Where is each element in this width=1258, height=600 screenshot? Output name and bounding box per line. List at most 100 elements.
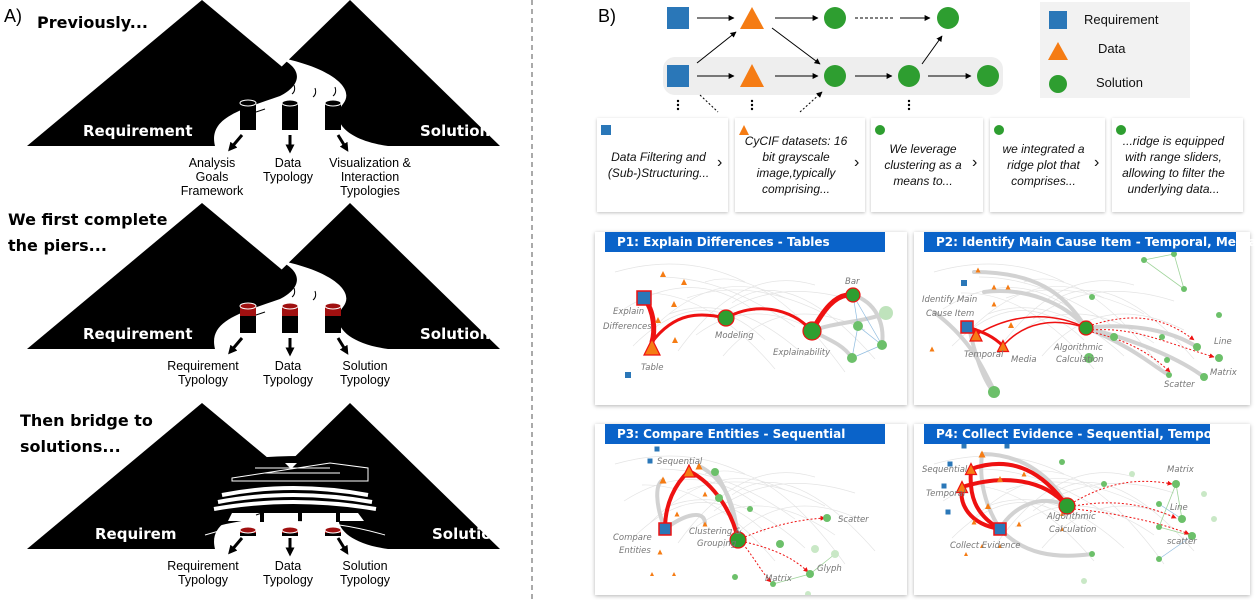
node-label: Calculation — [1049, 525, 1096, 535]
data-node — [643, 337, 661, 356]
requirement-node — [636, 290, 652, 306]
solution-node — [1084, 353, 1094, 363]
node-label: Explain — [613, 307, 644, 317]
highlighted-path-edge — [724, 307, 814, 333]
solution-node — [1078, 320, 1094, 336]
data-node — [657, 549, 663, 555]
pier-cylinder — [324, 302, 342, 333]
background-edge — [614, 455, 746, 475]
solution-node — [977, 65, 999, 87]
solution-node — [1156, 524, 1162, 530]
aggregated-edge — [979, 452, 1002, 531]
down-arrow-icon — [336, 134, 349, 152]
solution-node — [824, 7, 846, 29]
data-node — [998, 544, 1002, 548]
solution-node — [717, 309, 735, 327]
pier-label: Typology — [340, 373, 391, 387]
card-marker — [739, 122, 749, 140]
recommended-edge — [744, 541, 809, 573]
node-label: scatter — [1167, 537, 1197, 547]
node-label: Media — [1011, 355, 1037, 365]
flow-arrows — [696, 15, 972, 113]
solution-node — [1101, 481, 1107, 487]
circle-icon — [875, 125, 885, 135]
data-node — [702, 491, 708, 497]
data-node — [1060, 527, 1064, 531]
solution-node — [1081, 578, 1087, 584]
requirement-node — [667, 65, 689, 87]
legend-solution: Solution — [1096, 75, 1143, 90]
background-edge — [987, 499, 1125, 549]
recommended-edge — [1091, 329, 1215, 359]
scene-heading: the piers... — [8, 236, 107, 255]
square-icon — [601, 125, 611, 135]
down-arrow-icon — [336, 337, 349, 355]
data-node — [991, 284, 997, 290]
node-label: Matrix — [1210, 368, 1238, 378]
background-edge — [933, 263, 1065, 283]
node-label: Entities — [619, 546, 651, 556]
requirement-node — [947, 461, 953, 467]
solution-node — [937, 7, 959, 29]
card-marker — [875, 122, 885, 140]
pier-cylinder — [239, 99, 257, 130]
panel-title: P1: Explain Differences - Tables — [605, 232, 885, 252]
circle-icon — [1049, 75, 1067, 93]
data-node — [975, 267, 981, 273]
link-edge — [852, 294, 883, 346]
recommended-edge — [1091, 331, 1171, 373]
road-mark — [291, 287, 296, 298]
pier-label: Requirement — [167, 559, 239, 573]
aggregated-edge — [1084, 326, 1171, 377]
node-label: Differences — [603, 322, 652, 332]
card-text: We leverage clustering as a means to... — [884, 142, 962, 188]
data-node — [929, 346, 935, 352]
aggregated-edge — [998, 527, 1094, 558]
card-marker — [994, 122, 1004, 140]
pier-label: Typology — [340, 573, 391, 587]
data-node — [1008, 322, 1014, 328]
panel-a-label: A) — [4, 6, 22, 26]
solution-node — [747, 506, 753, 512]
solution-node — [1164, 357, 1170, 363]
pier-cylinder — [324, 526, 342, 536]
requirement-node — [941, 483, 947, 489]
node-label: Clustering & — [689, 527, 742, 537]
text-card: CyCIF datasets: 16 bit grayscale image,t… — [735, 118, 865, 212]
pier-label: Solution — [342, 559, 387, 573]
node-label: Modeling — [715, 331, 754, 341]
card-text: we integrated a ridge plot that comprise… — [1002, 142, 1085, 188]
solution-node — [1201, 491, 1207, 497]
pier-label: Typologies — [340, 184, 400, 198]
solution-node — [1193, 343, 1201, 351]
bridge — [200, 455, 395, 536]
background-edge — [659, 276, 796, 328]
background-edge — [623, 479, 756, 504]
node-label: Collect Evidence — [950, 541, 1020, 551]
link-edge — [1158, 535, 1193, 560]
highlighted-path-edge — [975, 316, 1087, 336]
background-edge — [1014, 505, 1155, 536]
solution-node — [1188, 532, 1196, 540]
data-node — [971, 519, 977, 525]
solution-node — [1059, 459, 1065, 465]
solution-node — [1159, 334, 1165, 340]
link-edge — [1158, 503, 1183, 520]
data-node — [740, 64, 764, 87]
panel-title: P4: Collect Evidence - Sequential, Tempo… — [924, 424, 1230, 444]
background-edge — [650, 286, 786, 331]
requirement-node — [961, 280, 967, 286]
solution-label: Solution — [420, 122, 490, 140]
background-edge — [641, 292, 776, 370]
pier-label: Analysis — [189, 156, 236, 170]
requirement-label: Requirement — [83, 325, 193, 343]
pier-label: Interaction — [341, 170, 399, 184]
solution-node — [1181, 286, 1187, 292]
chevron-right-icon: › — [854, 154, 860, 171]
background-edge — [960, 292, 1095, 370]
node-label: Matrix — [1167, 465, 1195, 475]
